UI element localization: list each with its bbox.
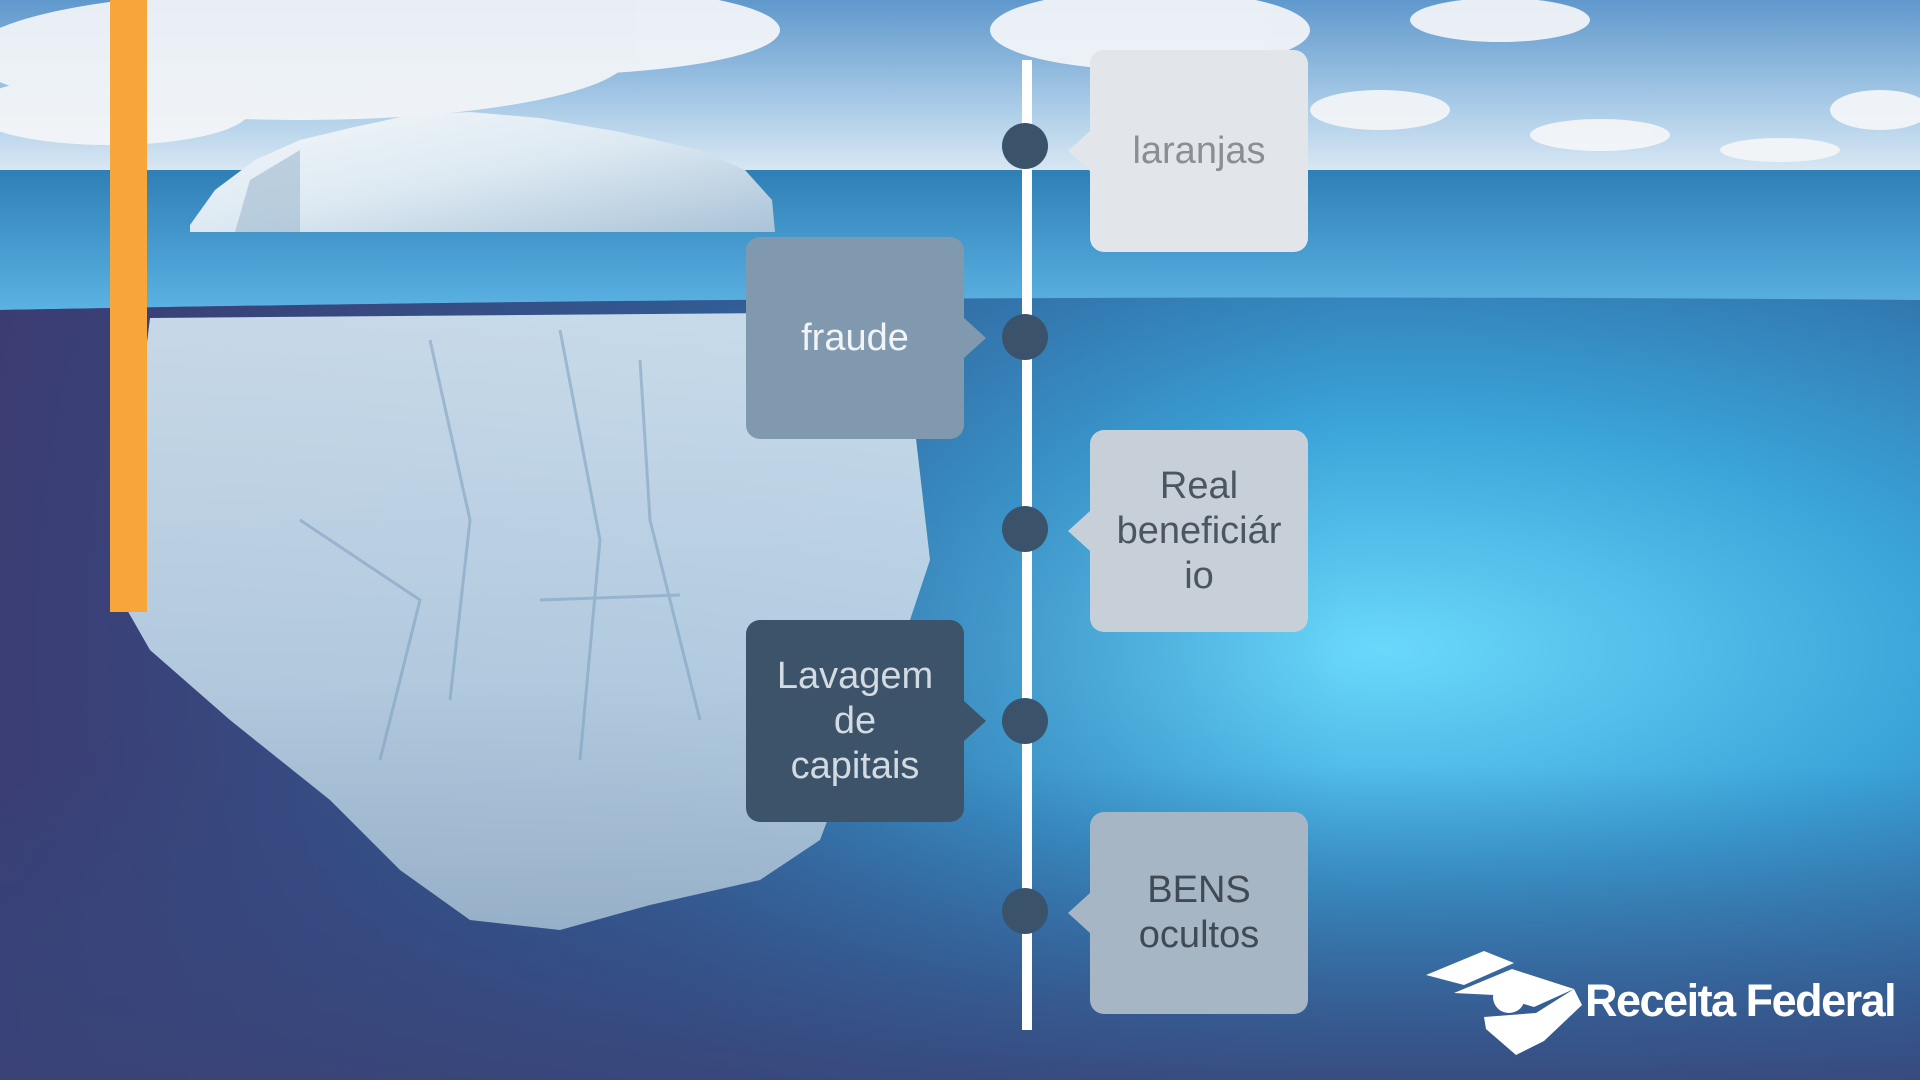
timeline-dot (1002, 698, 1048, 744)
callout-fraude: fraude (746, 237, 986, 439)
callout-label: Lavagem de capitais (776, 654, 934, 787)
timeline-dot (1002, 314, 1048, 360)
logo-text: Receita Federal (1585, 975, 1897, 1026)
accent-bar (110, 0, 147, 612)
callout-real-beneficiario: Real beneficiár io (1068, 430, 1308, 632)
callout-label: Real beneficiár io (1116, 464, 1282, 597)
timeline-dot (1002, 123, 1048, 169)
callout-label: laranjas (1132, 129, 1266, 172)
receita-federal-emblem-icon (1426, 951, 1582, 1055)
callout-label: BENS ocultos (1138, 869, 1260, 956)
timeline-dot (1002, 888, 1048, 934)
callout-label: fraude (801, 316, 909, 359)
callout-lavagem-de-capitais: Lavagem de capitais (746, 620, 986, 822)
callout-laranjas: laranjas (1068, 50, 1308, 252)
callout-bens-ocultos: BENS ocultos (1068, 812, 1308, 1014)
timeline-dot (1002, 506, 1048, 552)
